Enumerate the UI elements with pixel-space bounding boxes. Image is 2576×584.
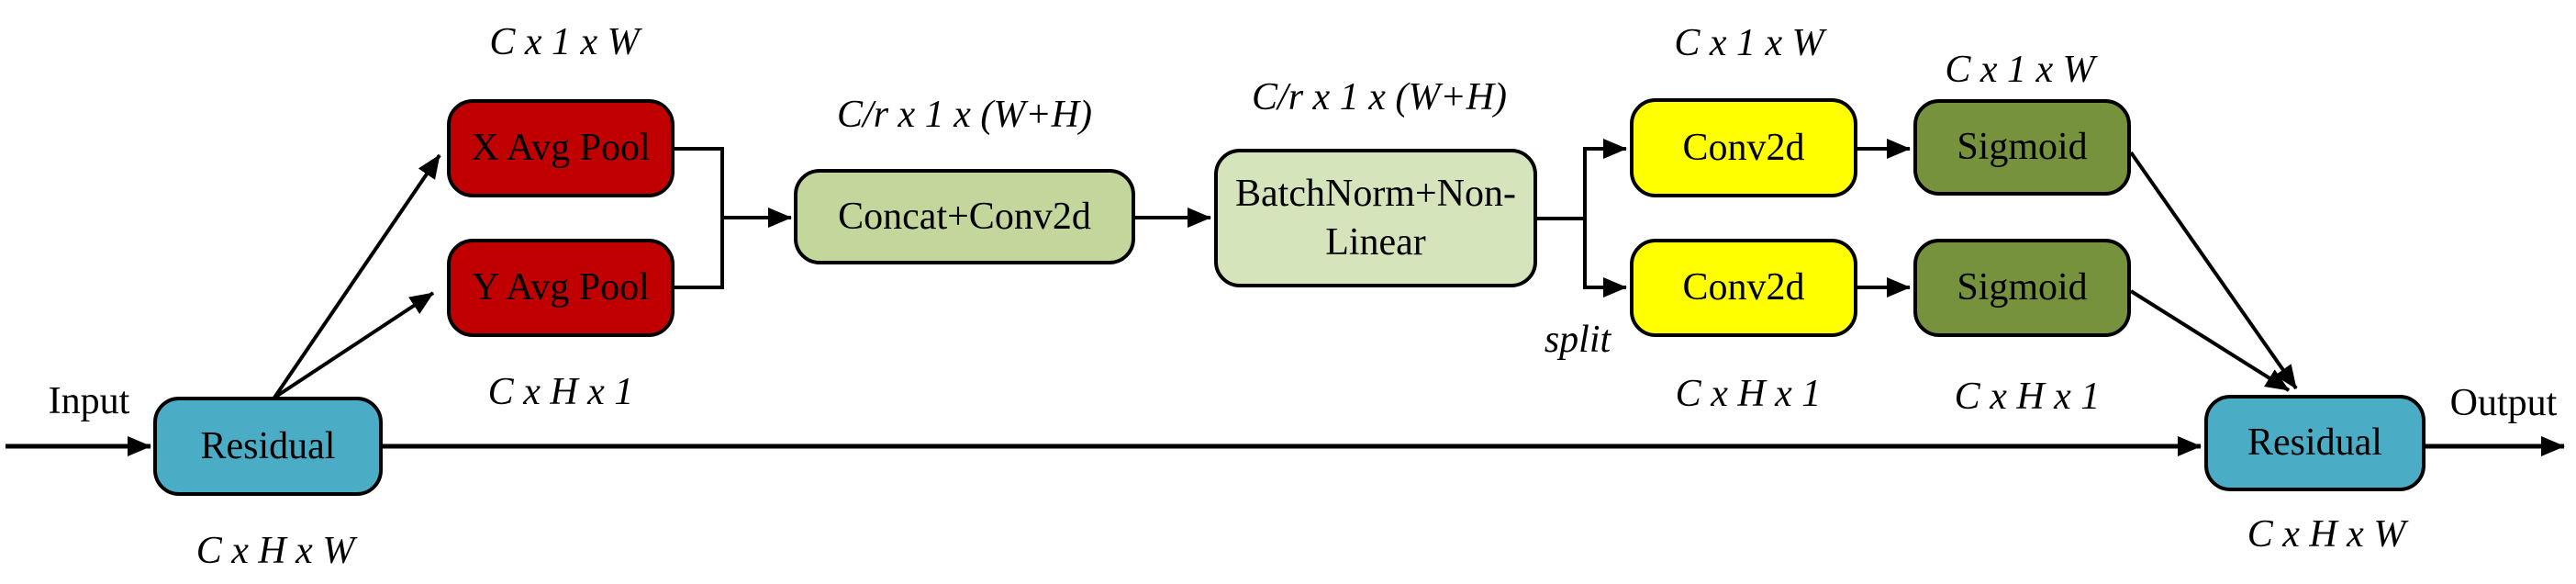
node-conv2d-top: Conv2d [1630, 98, 1857, 197]
output-label: Output [2449, 382, 2558, 424]
node-concat-conv2d: Concat+Conv2d [794, 169, 1135, 264]
node-y-avg-pool: Y Avg Pool [447, 239, 675, 337]
sigmoid-bottom-to-residual-arrow [2129, 289, 2291, 392]
dim-label-conv2d-bottom: C x H x 1 [1675, 373, 1822, 415]
node-conv2d-bottom: Conv2d [1630, 239, 1857, 337]
dim-label-sigmoid-top: C x 1 x W [1945, 49, 2095, 91]
residual-to-y-avg-pool-arrow [273, 291, 435, 399]
dim-label-y-avg-pool: C x H x 1 [487, 371, 634, 413]
node-x-avg-pool: X Avg Pool [447, 99, 675, 197]
dim-label-concat: C/r x 1 x (W+H) [837, 94, 1092, 136]
dim-label-x-avg-pool: C x 1 x W [489, 21, 640, 63]
node-residual-input: Residual [153, 397, 383, 496]
input-label: Input [48, 380, 130, 422]
node-residual-output: Residual [2204, 395, 2425, 491]
dim-label-batchnorm: C/r x 1 x (W+H) [1252, 76, 1507, 118]
residual-to-x-avg-pool-arrow [273, 153, 441, 399]
dim-label-residual-input: C x H x W [195, 530, 355, 572]
node-sigmoid-top: Sigmoid [1913, 99, 2131, 196]
split-label: split [1544, 319, 1611, 361]
node-batchnorm-nonlinear: BatchNorm+Non-Linear [1214, 149, 1537, 287]
node-sigmoid-bottom: Sigmoid [1913, 239, 2131, 337]
dim-label-sigmoid-bottom: C x H x 1 [1954, 376, 2101, 418]
dim-label-residual-output: C x H x W [2247, 513, 2406, 556]
dim-label-conv2d-top: C x 1 x W [1674, 22, 1824, 64]
sigmoid-top-to-residual-arrow [2129, 151, 2298, 390]
